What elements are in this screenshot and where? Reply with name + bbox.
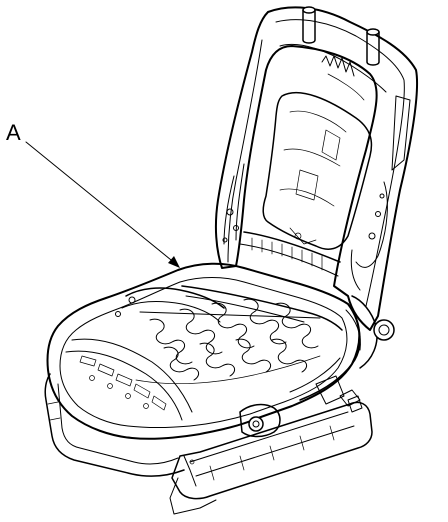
- callout-arrowhead: [168, 256, 180, 268]
- seat-cushion-frame: [46, 262, 363, 440]
- callout-label-a: A: [6, 120, 21, 145]
- back-support-panel: [262, 91, 373, 250]
- headrest-post-left: [302, 6, 316, 44]
- seat-tracks: [44, 373, 373, 515]
- seat-springs: [135, 298, 321, 384]
- recliner-mechanism: [345, 295, 395, 369]
- callout-leader: [25, 141, 180, 268]
- headrest-post-right: [366, 28, 380, 66]
- seat-back-frame: [214, 6, 419, 331]
